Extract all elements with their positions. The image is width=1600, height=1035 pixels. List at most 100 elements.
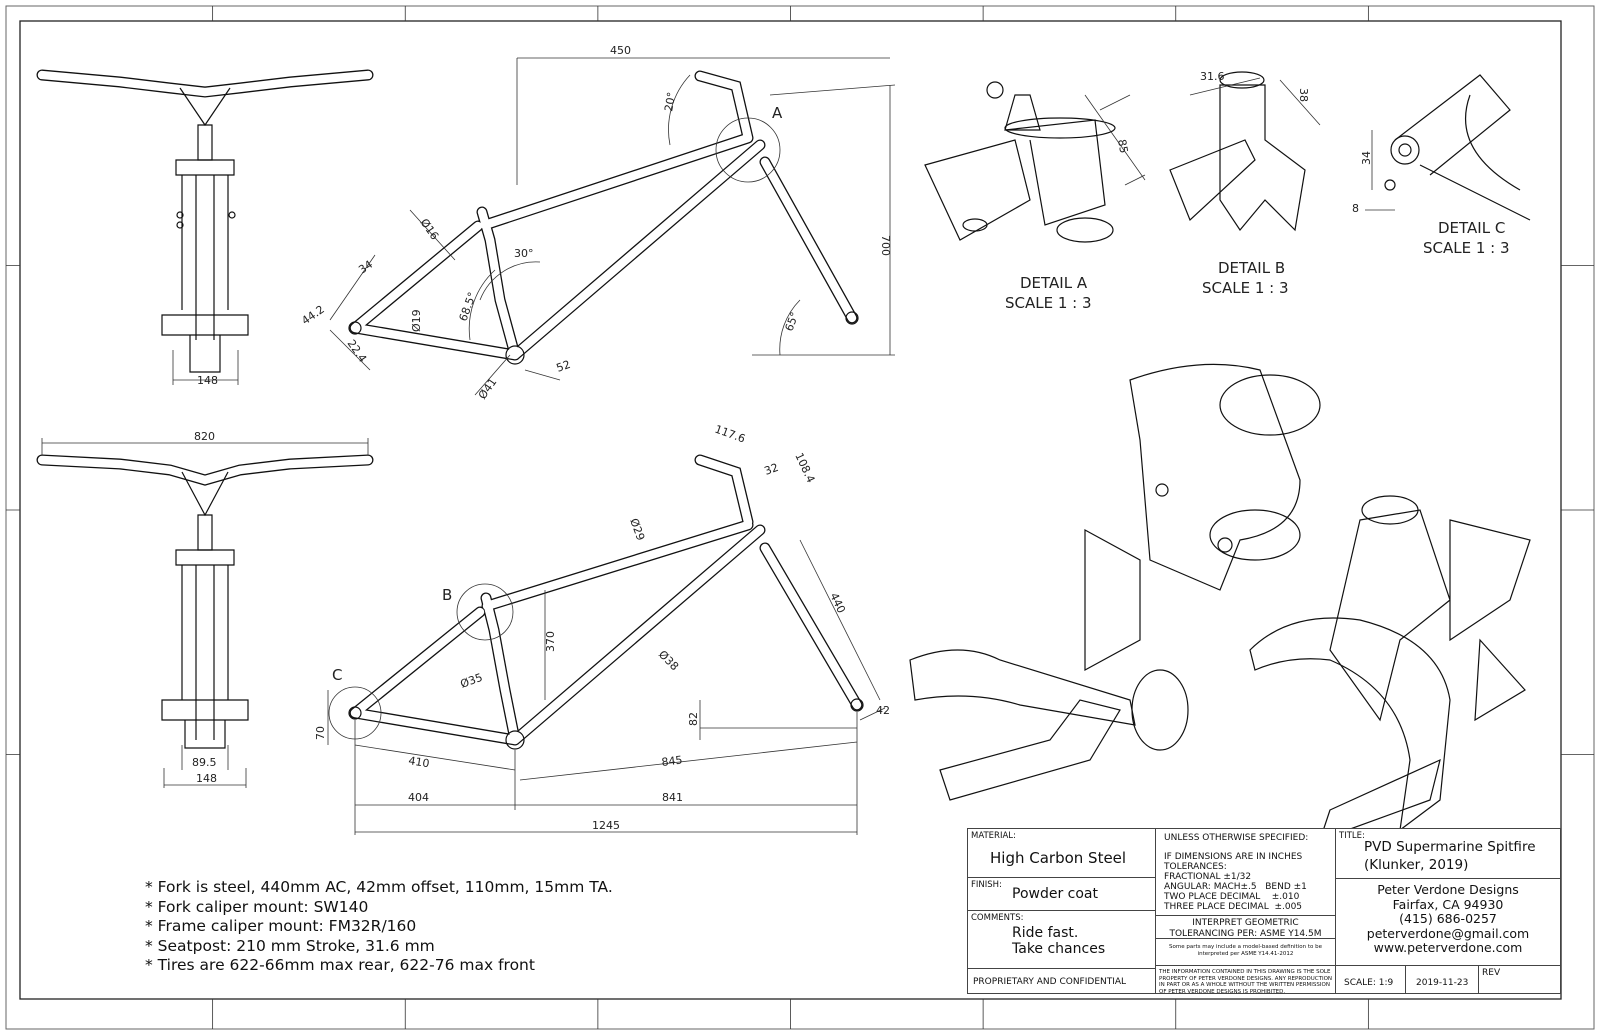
dim-front-width: 148 [197,374,218,387]
detail-a: 85 DETAIL A SCALE 1 : 3 [924,81,1146,312]
dim-downtube-dia: Ø38 [656,648,681,673]
dim-hub-89: 89.5 [192,756,217,769]
comments-cell: COMMENTS: Ride fast. Take chances [967,910,1156,969]
tolerance-line: ANGULAR: MACH±.5 BEND ±1 [1164,882,1307,892]
detail-a-dim: 85 [1115,138,1130,154]
dim-dropout-70: 70 [314,726,327,740]
detail-b-marker: B [442,586,452,604]
date-cell: 2019-11-23 [1405,965,1479,994]
proprietary-text: PROPRIETARY AND CONFIDENTIAL [973,977,1127,987]
dim-seat-tube-dia: Ø35 [459,671,485,691]
tolerance-line: IF DIMENSIONS ARE IN INCHES [1164,852,1303,862]
detail-b-dim-2: 38 [1297,88,1310,102]
dim-front-center: 845 [661,754,683,769]
dim-rear-h: 404 [408,791,429,804]
tolerances-cell: UNLESS OTHERWISE SPECIFIED: IF DIMENSION… [1155,828,1336,916]
info-text: THE INFORMATION CONTAINED IN THIS DRAWIN… [1159,969,1333,995]
dim-stem-len: 117.6 [713,423,747,446]
detail-c-scale: SCALE 1 : 3 [1423,239,1510,257]
front-view-top: 148 [36,69,374,387]
detail-c-dim-1: 34 [1360,151,1373,165]
tolerance-line: FRACTIONAL ±1/32 [1164,872,1252,882]
company-phone: (415) 686-0257 [1399,911,1497,926]
scale-value: SCALE: 1:9 [1344,978,1394,988]
isometric-headtube [1129,363,1321,591]
company-email: peterverdone@gmail.com [1366,925,1530,941]
date-value: 2019-11-23 [1416,978,1469,988]
tolerances-header: UNLESS OTHERWISE SPECIFIED: [1164,833,1309,843]
info-cell: THE INFORMATION CONTAINED IN THIS DRAWIN… [1155,965,1336,995]
dim-dropout-44: 44.2 [299,303,327,328]
dim-dropout-34: 34 [356,258,375,277]
dim-chainstay-dia: Ø19 [410,309,423,332]
isometric-seat-cluster [909,528,1189,801]
dim-stem-stack: 108.4 [792,451,817,485]
company-cell: Peter Verdone Designs Fairfax, CA 94930 … [1335,878,1561,966]
material-cell: MATERIAL: High Carbon Steel [967,828,1156,878]
dim-fork-offset: 42 [876,704,890,717]
note-item: * Tires are 622-66mm max rear, 622-76 ma… [145,956,535,974]
dim-seat-tube: 370 [544,631,557,652]
proprietary-cell: PROPRIETARY AND CONFIDENTIAL [967,968,1156,994]
comments-label: COMMENTS: [971,913,1024,923]
rev-label: REV [1482,968,1501,978]
side-view-top: 450 20° A 700 Ø16 34 44.2 22.4 Ø19 68.5°… [299,44,896,402]
dim-head-angle: 65° [783,310,802,333]
title-cell: TITLE: PVD Supermarine Spitfire (Klunker… [1335,828,1561,879]
dim-seat-angle: 68.5° [457,290,479,323]
dim-bb-dia: Ø41 [476,376,500,402]
note-item: * Fork is steel, 440mm AC, 42mm offset, … [145,878,613,896]
dim-bar-width: 820 [194,430,215,443]
detail-a-marker: A [772,104,783,122]
material-value: High Carbon Steel [990,849,1127,867]
detail-c-title: DETAIL C [1438,219,1505,237]
title-label: TITLE: [1339,831,1365,841]
company-city: Fairfax, CA 94930 [1392,896,1504,912]
dim-reach: 450 [610,44,631,57]
comments-line-1: Ride fast. [1012,925,1079,941]
dim-bend-angle: 30° [514,247,534,260]
detail-b-title: DETAIL B [1218,259,1285,277]
tolerance-line: TWO PLACE DECIMAL ±.010 [1164,892,1300,902]
company-web: www.peterverdone.com [1373,940,1523,955]
note-item: * Fork caliper mount: SW140 [145,897,369,916]
dim-bb-52: 52 [555,358,573,375]
detail-a-scale: SCALE 1 : 3 [1005,294,1092,312]
notes-list: * Fork is steel, 440mm AC, 42mm offset, … [145,878,613,976]
note-item: * Seatpost: 210 mm Stroke, 31.6 mm [145,936,435,955]
dim-toptube-dia: Ø29 [627,517,647,543]
sheet-border [5,5,1595,1030]
title-line-2: (Klunker, 2019) [1364,857,1469,873]
title-line-1: PVD Supermarine Spitfire [1364,839,1536,855]
scale-cell: SCALE: 1:9 [1335,965,1406,994]
rev-cell: REV [1478,965,1561,994]
zone-tick-marks [6,6,1594,1029]
dim-spacer: 32 [763,461,781,478]
finish-label: FINISH: [971,880,1002,890]
dim-stack: 700 [879,235,892,256]
comments-line-2: Take chances [1012,941,1106,957]
finish-value: Powder coat [1012,886,1098,902]
detail-a-circle [715,117,781,183]
front-view-bottom: 820 89.5 148 [36,430,374,788]
detail-a-title: DETAIL A [1020,274,1088,292]
detail-c: 34 8 DETAIL C SCALE 1 : 3 [1352,74,1531,257]
model-based-text: Some parts may include a model-based def… [1168,944,1322,957]
dim-wheelbase: 1245 [592,819,620,832]
detail-c-dim-2: 8 [1352,202,1359,215]
finish-cell: FINISH: Powder coat [967,877,1156,911]
dim-front-h: 841 [662,791,683,804]
company-name: Peter Verdone Designs [1377,882,1519,897]
tolerance-line: TOLERANCES: [1164,862,1227,872]
dim-bb-drop: 82 [687,712,700,726]
detail-b-dim-1: 31.6 [1200,70,1225,83]
detail-b: 31.6 38 DETAIL B SCALE 1 : 3 [1169,70,1321,297]
dim-stem-angle: 20° [662,91,678,112]
dim-hub-148: 148 [196,772,217,785]
dim-seatstay-dia: Ø16 [418,216,442,242]
isometric-dropout [1249,495,1531,841]
detail-c-marker: C [332,666,342,684]
detail-b-circle [456,583,514,641]
